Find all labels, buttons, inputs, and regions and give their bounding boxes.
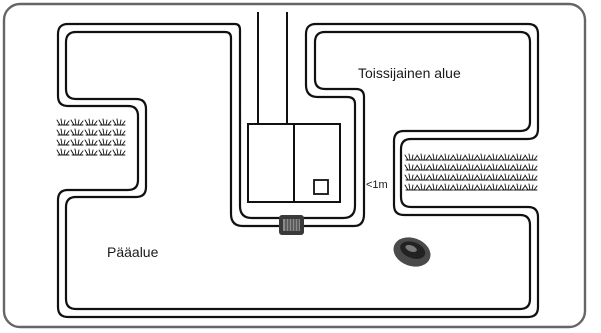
grass-patch-icon [404, 153, 538, 191]
robot-mower-icon [393, 237, 431, 267]
secondary-area-label: Toissijainen alue [358, 65, 461, 81]
main-area-boundary-outer [56, 22, 540, 319]
house-window [313, 179, 329, 195]
distance-label: <1m [366, 179, 388, 191]
charging-station-icon [279, 215, 304, 235]
grass-patch-icon [56, 118, 126, 156]
main-area-boundary-inner [64, 30, 532, 311]
main-area-label: Pääalue [107, 244, 159, 260]
